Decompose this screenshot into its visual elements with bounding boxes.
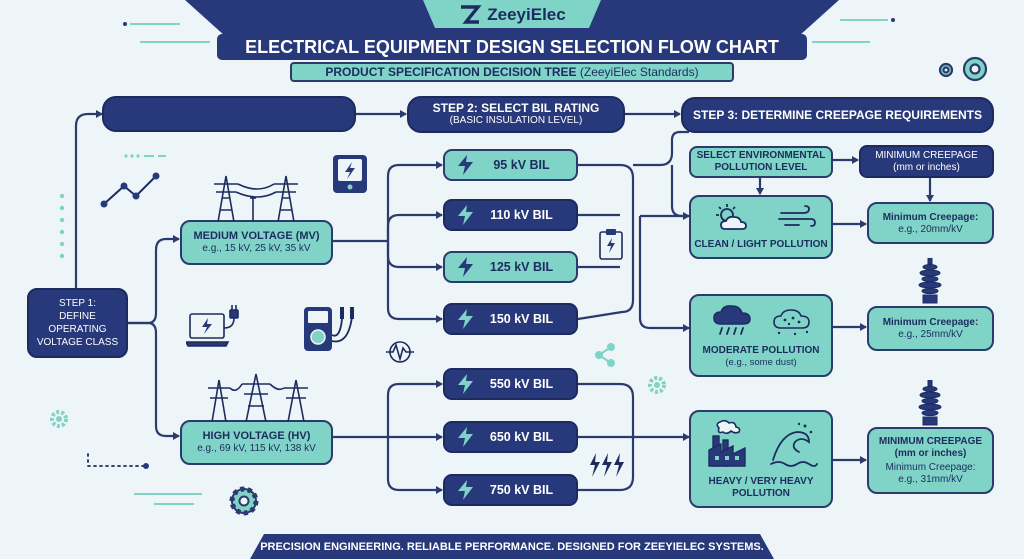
transmission-towers-icon <box>208 373 308 422</box>
creepage-result-heavy: MINIMUM CREEPAGE (mm or inches) Minimum … <box>867 427 994 494</box>
line-graph-icon <box>100 154 166 208</box>
moderate-pollution-note: (e.g., some dust) <box>725 357 797 368</box>
header-decoration-lines <box>123 18 895 43</box>
bil-750: 750 kV BIL <box>443 474 578 506</box>
select-environment-label: SELECT ENVIRONMENTAL POLLUTION LEVEL <box>696 150 826 173</box>
page-title: ELECTRICAL EQUIPMENT DESIGN SELECTION FL… <box>217 34 807 60</box>
select-environment-box: SELECT ENVIRONMENTAL POLLUTION LEVEL <box>689 146 833 178</box>
lightning-bolt-icon <box>458 427 473 447</box>
step2-box: STEP 2: SELECT BIL RATING (BASIC INSULAT… <box>407 96 625 133</box>
lightning-bolt-icon <box>458 205 473 225</box>
bil-150: 150 kV BIL <box>443 303 578 335</box>
bil-110: 110 kV BIL <box>443 199 578 231</box>
creepage-result-heavy-value: e.g., 31mm/kV <box>898 473 963 485</box>
bil-550-label: 550 kV BIL <box>489 377 554 391</box>
step1-label: STEP 1: DEFINE OPERATING VOLTAGE CLASS <box>36 298 119 348</box>
lightning-bolt-icon <box>458 309 473 329</box>
gear-icon <box>938 56 988 82</box>
medium-voltage-box: MEDIUM VOLTAGE (MV) e.g., 15 kV, 25 kV, … <box>180 220 333 265</box>
bil-125: 125 kV BIL <box>443 251 578 283</box>
moderate-pollution-box: MODERATE POLLUTION (e.g., some dust) <box>689 294 833 377</box>
creepage-result-moderate-label: Minimum Creepage: <box>882 317 979 328</box>
lightning-icons <box>590 453 624 477</box>
mv-name: MEDIUM VOLTAGE (MV) <box>193 230 320 242</box>
clean-pollution-label: CLEAN / LIGHT POLLUTION <box>694 239 828 250</box>
creepage-result-heavy-label: Minimum Creepage: <box>885 461 976 473</box>
subtitle-strong: PRODUCT SPECIFICATION DECISION TREE <box>325 65 577 79</box>
clean-pollution-box: CLEAN / LIGHT POLLUTION <box>689 195 833 259</box>
insulator-icon <box>918 380 942 426</box>
sun-cloud-icon <box>716 204 747 230</box>
step-blank-bar <box>102 96 356 132</box>
bil-150-label: 150 kV BIL <box>489 312 554 326</box>
step2-subtitle: (BASIC INSULATION LEVEL) <box>449 115 583 126</box>
wave-icon <box>770 422 818 467</box>
bil-125-label: 125 kV BIL <box>489 260 554 274</box>
high-voltage-box: HIGH VOLTAGE (HV) e.g., 69 kV, 115 kV, 1… <box>180 420 333 465</box>
hv-name: HIGH VOLTAGE (HV) <box>202 430 311 442</box>
creepage-result-moderate: Minimum Creepage: e.g., 25mm/kV <box>867 306 994 351</box>
bil-95-label: 95 kV BIL <box>493 158 550 172</box>
bil-550: 550 kV BIL <box>443 368 578 400</box>
factory-icon <box>708 419 746 467</box>
gear-icon <box>229 486 259 516</box>
brand-logo: ZeeyiElec <box>440 2 584 28</box>
circuit-trace-decoration <box>87 453 202 505</box>
creepage-result-clean-label: Minimum Creepage: <box>882 211 979 223</box>
moderate-pollution-label: MODERATE POLLUTION <box>702 345 820 356</box>
step1-box: STEP 1: DEFINE OPERATING VOLTAGE CLASS <box>27 288 128 358</box>
brand-logo-icon <box>461 5 482 24</box>
creepage-result-clean: Minimum Creepage: e.g., 20mm/kV <box>867 202 994 244</box>
bil-750-label: 750 kV BIL <box>489 483 554 497</box>
insulator-icon <box>918 258 942 304</box>
clipboard-icon <box>599 229 623 260</box>
meter-device-icon <box>333 155 367 193</box>
step3-title: STEP 3: DETERMINE CREEPAGE REQUIREMENTS <box>693 107 982 122</box>
lightning-bolt-icon <box>458 155 473 175</box>
heavy-pollution-box: HEAVY / VERY HEAVY POLLUTION <box>689 410 833 508</box>
creepage-result-moderate-value: e.g., 25mm/kV <box>898 329 963 340</box>
min-creepage-header-label: MINIMUM CREEPAGE (mm or inches) <box>875 149 978 173</box>
page-subtitle: PRODUCT SPECIFICATION DECISION TREE (Zee… <box>290 62 734 82</box>
rain-cloud-icon <box>713 305 751 335</box>
bil-110-label: 110 kV BIL <box>490 208 553 222</box>
hv-examples: e.g., 69 kV, 115 kV, 138 kV <box>197 443 316 454</box>
dot-column-decoration <box>59 193 65 259</box>
mv-examples: e.g., 15 kV, 25 kV, 35 kV <box>202 243 311 254</box>
step2-title: STEP 2: SELECT BIL RATING <box>432 101 600 115</box>
gear-icon <box>648 376 666 394</box>
dust-cloud-icon <box>773 309 810 336</box>
transmission-towers-icon <box>214 175 298 222</box>
gear-icon <box>50 410 68 428</box>
lightning-bolt-icon <box>458 480 473 500</box>
share-icon <box>595 343 615 367</box>
footer-banner-shape <box>250 534 774 559</box>
subtitle-rest: (ZeeyiElec Standards) <box>576 65 699 79</box>
brand-name: ZeeyiElec <box>487 5 566 24</box>
signal-pulse-icon <box>386 341 414 363</box>
bil-650: 650 kV BIL <box>443 421 578 453</box>
laptop-plug-icon <box>186 305 239 347</box>
step3-box: STEP 3: DETERMINE CREEPAGE REQUIREMENTS <box>681 97 994 133</box>
creepage-result-heavy-header: MINIMUM CREEPAGE (mm or inches) <box>878 435 983 459</box>
bil-95: 95 kV BIL <box>443 149 578 181</box>
wind-icon <box>778 205 816 227</box>
heavy-pollution-label: HEAVY / VERY HEAVY POLLUTION <box>708 476 814 499</box>
lightning-bolt-icon <box>458 257 473 277</box>
min-creepage-header-box: MINIMUM CREEPAGE (mm or inches) <box>859 145 994 178</box>
creepage-result-clean-value: e.g., 20mm/kV <box>898 223 963 235</box>
footer-tagline: PRECISION ENGINEERING. RELIABLE PERFORMA… <box>260 540 764 553</box>
multimeter-icon <box>304 307 354 351</box>
bil-650-label: 650 kV BIL <box>489 430 554 444</box>
lightning-bolt-icon <box>458 374 473 394</box>
